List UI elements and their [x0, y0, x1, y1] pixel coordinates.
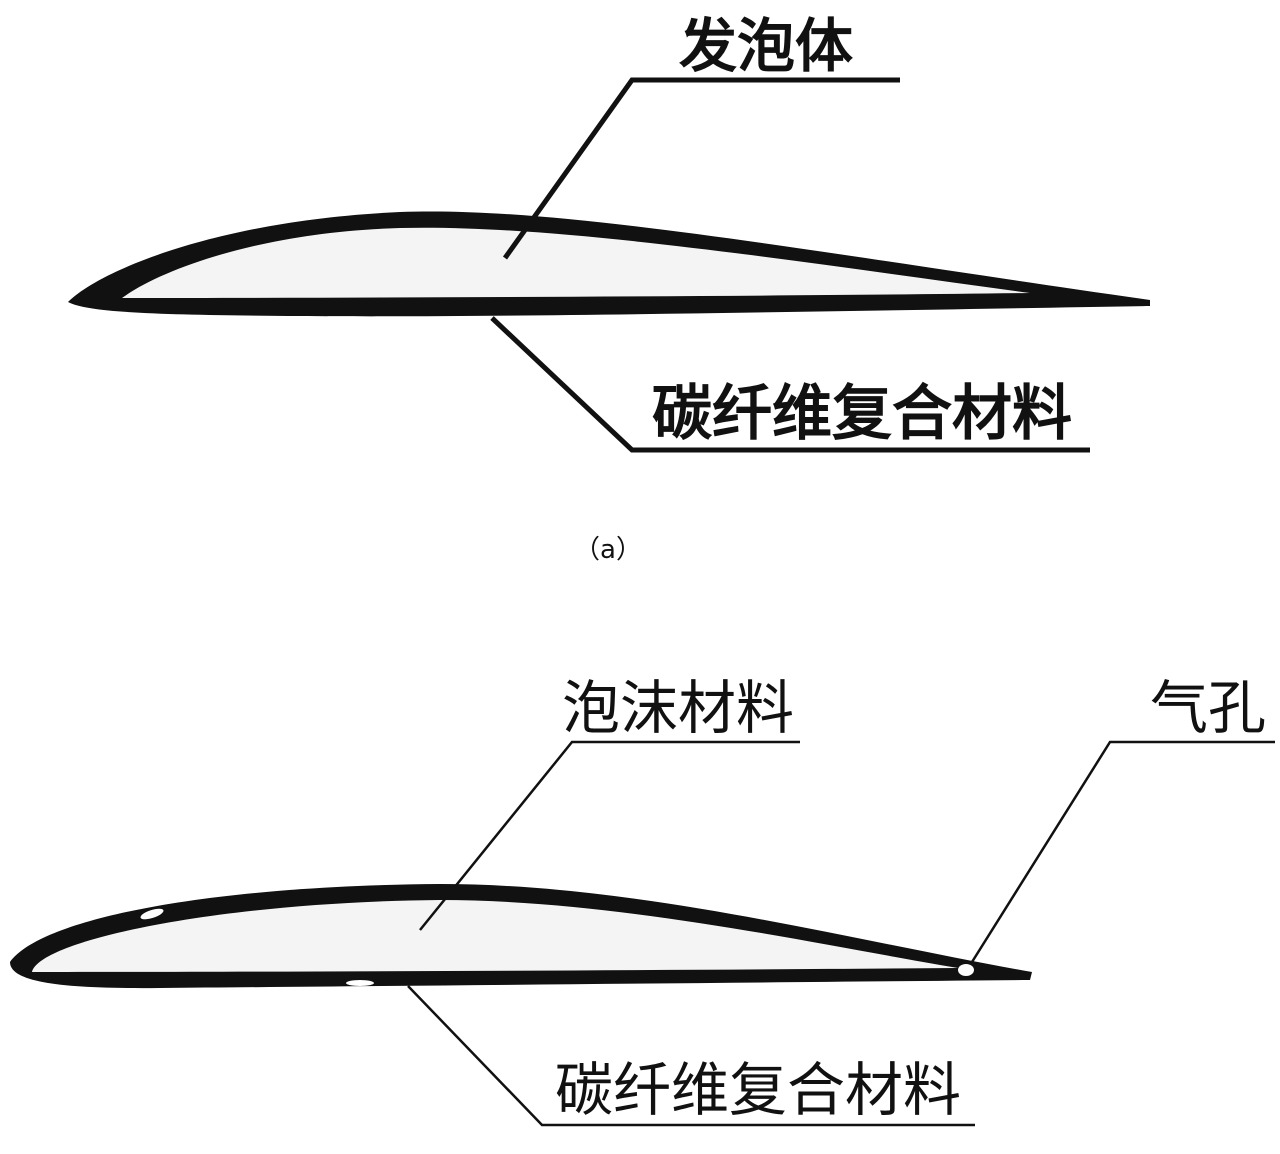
figure-a: 发泡体 碳纤维复合材料 （a）	[68, 12, 1150, 565]
label-foam-body: 发泡体	[679, 12, 853, 80]
leader-line-carbon	[490, 316, 1090, 453]
label-carbon-composite: 碳纤维复合材料	[652, 379, 1072, 449]
air-hole	[346, 980, 374, 986]
leader-line-foam	[419, 740, 800, 931]
airfoil-b-foam-core	[32, 900, 958, 972]
label-air-hole: 气孔	[1150, 674, 1266, 742]
airfoil-a-foam-core	[122, 227, 1030, 298]
label-carbon-composite: 碳纤维复合材料	[555, 1056, 961, 1124]
figure-b: 泡沫材料 气孔 碳纤维复合材料	[10, 674, 1275, 1127]
leader-line-carbon	[407, 985, 975, 1127]
leader-line-foam	[502, 77, 900, 260]
caption-a: （a）	[574, 535, 642, 565]
leader-line-hole	[970, 740, 1275, 963]
air-hole	[958, 964, 974, 976]
label-foam-material: 泡沫材料	[562, 674, 794, 742]
air-hole	[140, 908, 164, 920]
